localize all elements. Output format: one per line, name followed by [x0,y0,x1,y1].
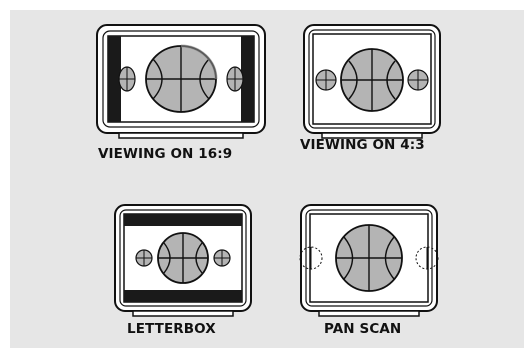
bottom-bar [124,290,242,302]
basketball-icon [158,233,208,283]
small-ball-right-icon [227,67,243,91]
caption-letterbox: LETTERBOX [127,321,216,337]
small-ball-left-icon [119,67,135,91]
tv-wide-16-9 [95,23,267,140]
caption-pan-scan: PAN SCAN [324,321,401,337]
small-ball-right-icon [408,70,428,90]
caption-viewing-16-9: VIEWING ON 16:9 [98,146,232,162]
basketball-icon [336,225,402,291]
tv-letterbox [113,203,253,318]
caption-viewing-4-3: VIEWING ON 4:3 [300,137,425,153]
small-ball-left-icon [316,70,336,90]
basketball-icon [341,49,403,111]
top-bar [124,214,242,226]
tv-pan-scan [299,203,439,318]
tv-stand [319,311,419,316]
tv-stand [133,311,233,316]
tv-stand [119,133,243,138]
small-ball-left-icon [136,250,152,266]
tv-standard-4-3 [302,23,442,140]
small-ball-right-icon [214,250,230,266]
diagram-panel: VIEWING ON 16:9 VIEWING ON 4:3 [10,10,524,348]
basketball-icon [146,46,216,112]
